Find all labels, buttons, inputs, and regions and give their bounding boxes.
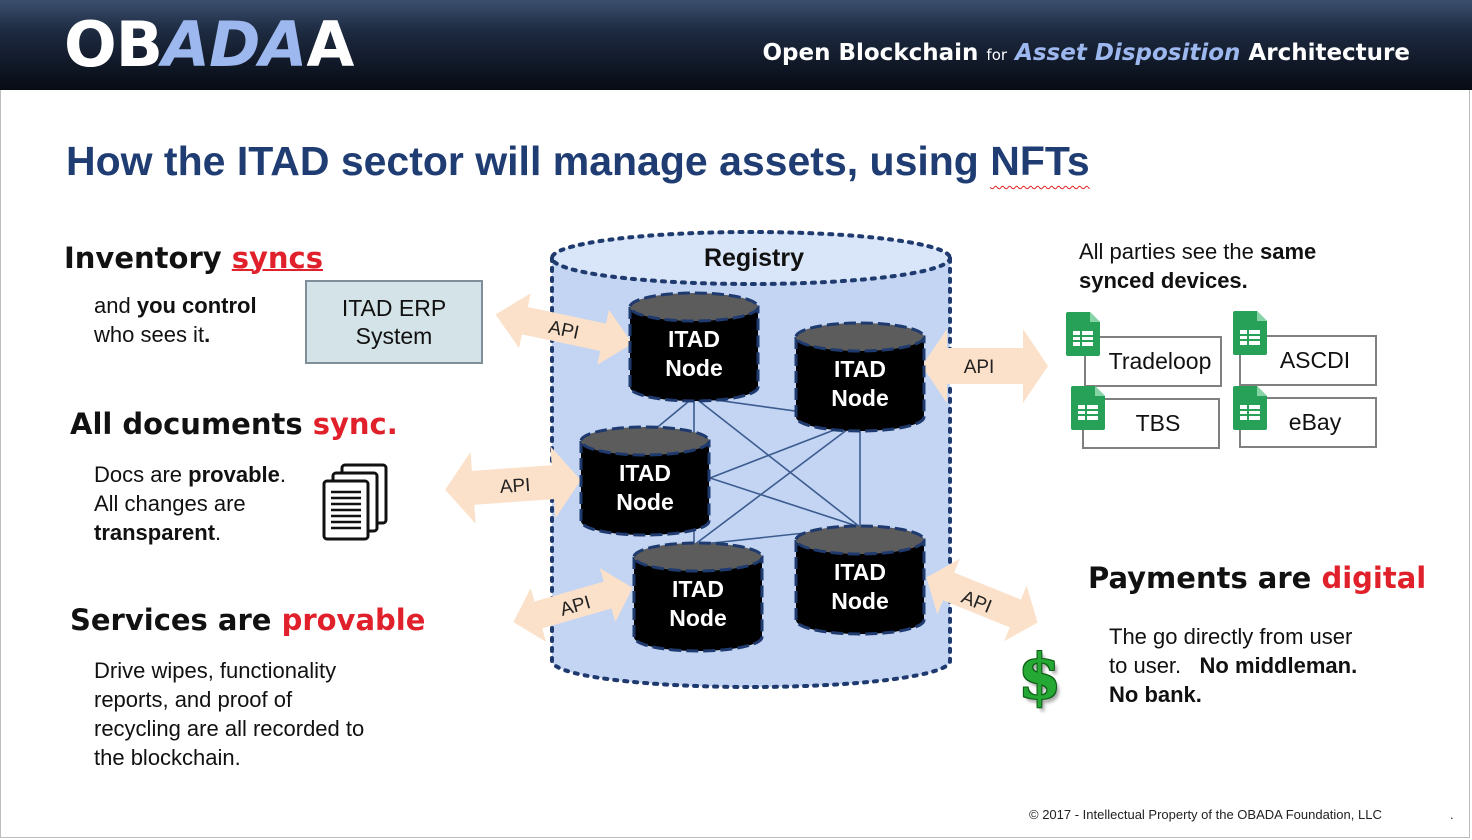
spreadsheet-icon	[1233, 311, 1267, 355]
itad-node-3: ITAD Node	[579, 425, 711, 537]
itad-node-2: ITAD Node	[794, 321, 926, 433]
documents-body: Docs are provable. All changes are trans…	[94, 462, 286, 545]
payments-heading: Payments are digital	[1088, 561, 1427, 595]
itad-node-label: ITAD	[619, 460, 671, 486]
copyright-footer: © 2017 - Intellectual Property of the OB…	[1029, 807, 1382, 822]
itad-node-5: ITAD Node	[794, 524, 926, 636]
api-label-parties: API	[964, 357, 995, 378]
api-label-documents: API	[499, 475, 531, 498]
itad-node-label: Node	[831, 385, 889, 411]
itad-node-label: Node	[831, 588, 889, 614]
itad-node-label: ITAD	[672, 576, 724, 602]
api-arrow-services	[513, 568, 633, 642]
system-box-tbs: TBS	[1082, 398, 1220, 449]
slide-frame	[0, 90, 1470, 838]
services-body: Drive wipes, functionality reports, and …	[94, 658, 365, 770]
api-arrows	[445, 293, 1048, 642]
itad-node-1: ITAD Node	[628, 291, 760, 403]
spreadsheet-icon	[1071, 386, 1105, 430]
api-arrow-documents	[445, 446, 581, 524]
itad-node-label: ITAD	[834, 559, 886, 585]
services-heading: Services are provable	[70, 603, 426, 637]
inventory-body: and you control who sees it.	[94, 293, 257, 347]
payments-body: The go directly from user to user. No mi…	[1109, 624, 1358, 707]
itad-node-label: Node	[665, 355, 723, 381]
itad-node-label: Node	[616, 489, 674, 515]
documents-heading: All documents sync.	[70, 407, 398, 441]
documents-icon	[322, 463, 388, 541]
itad-node-label: ITAD	[834, 356, 886, 382]
spreadsheet-icon	[1066, 312, 1100, 356]
itad-node-label: Node	[669, 605, 727, 631]
system-box-tradeloop: Tradeloop	[1084, 336, 1222, 387]
api-arrow-erp	[495, 293, 633, 365]
registry-label: Registry	[704, 244, 804, 272]
spreadsheet-icon	[1233, 386, 1267, 430]
obada-logo: OBADAA	[64, 8, 354, 81]
header-tagline: Open Blockchain for Asset Disposition Ar…	[762, 40, 1410, 66]
parties-body: All parties see the same synced devices.	[1079, 239, 1317, 293]
header-bar: OBADAA Open Blockchain for Asset Disposi…	[0, 0, 1472, 90]
system-box-ascdi: ASCDI	[1239, 335, 1377, 386]
slide-title: How the ITAD sector will manage assets, …	[66, 138, 1090, 184]
api-arrow-payments	[926, 558, 1038, 642]
footer-dot: .	[1450, 807, 1454, 822]
itad-node-4: ITAD Node	[632, 541, 764, 653]
dollar-icon: $	[1018, 640, 1062, 713]
inventory-heading: Inventory syncs	[64, 241, 324, 275]
api-arrow-parties	[922, 329, 1048, 403]
itad-node-label: ITAD	[668, 326, 720, 352]
